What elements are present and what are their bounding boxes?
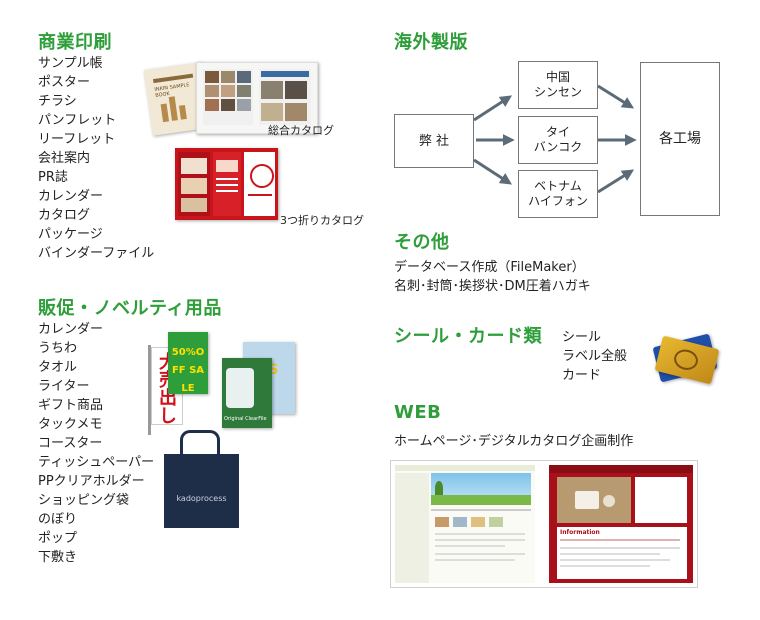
origin-label: 弊 社 bbox=[418, 133, 450, 149]
list-item: バインダーファイル bbox=[38, 246, 155, 261]
dest-label: ハイフォン bbox=[528, 194, 588, 208]
dest-box-vietnam: ベトナムハイフォン bbox=[518, 170, 598, 218]
card-image bbox=[652, 333, 720, 385]
commercial-heading: 商業印刷 bbox=[38, 32, 112, 53]
list-item: カレンダー bbox=[38, 322, 104, 337]
web-heading: WEB bbox=[394, 402, 442, 423]
list-item: パッケージ bbox=[38, 227, 103, 242]
overseas-heading: 海外製版 bbox=[394, 32, 468, 53]
list-item: チラシ bbox=[38, 94, 77, 109]
dest-label: ベトナム bbox=[534, 179, 582, 193]
promo-list: カレンダー うちわ タオル ライター ギフト商品 タックメモ コースター ティッ… bbox=[38, 320, 154, 567]
dest-label: タイ bbox=[545, 125, 570, 139]
sale-text: 50%OFF SALE bbox=[171, 347, 205, 394]
list-item: カタログ bbox=[38, 208, 91, 223]
dest-box-china: 中国シンセン bbox=[518, 61, 598, 109]
list-item: ティッシュペーパー bbox=[38, 455, 155, 470]
list-item: タックメモ bbox=[38, 417, 103, 432]
dest-label: 中国 bbox=[545, 70, 570, 84]
origin-box: 弊 社 bbox=[394, 114, 474, 168]
list-item: PPクリアホルダー bbox=[38, 474, 145, 489]
arrow-to-china bbox=[473, 95, 513, 122]
target-label: 各工場 bbox=[659, 130, 701, 147]
list-item: リーフレット bbox=[38, 132, 116, 147]
sale-pop-image: 50%OFF SALE bbox=[168, 332, 208, 394]
seal-list: シール ラベル全般 カード bbox=[562, 328, 627, 385]
general-catalog-caption: 総合カタログ bbox=[268, 124, 334, 137]
list-item: うちわ bbox=[38, 341, 78, 356]
list-item: カレンダー bbox=[38, 189, 104, 204]
list-item: コースター bbox=[38, 436, 103, 451]
list-item: 会社案内 bbox=[38, 151, 91, 166]
promo-heading: 販促・ノベルティ用品 bbox=[38, 298, 222, 319]
dest-label: バンコク bbox=[533, 140, 583, 154]
list-item: ラベル全般 bbox=[562, 349, 628, 364]
other-line-2: 名刺･封筒･挨拶状･DM圧着ハガキ bbox=[394, 279, 591, 294]
web-screenshots-image: Information bbox=[390, 460, 698, 588]
list-item: カード bbox=[562, 368, 602, 383]
site-info-heading: Information bbox=[560, 529, 600, 536]
list-item: ショッピング袋 bbox=[38, 493, 130, 508]
list-item: ポップ bbox=[38, 531, 78, 546]
list-item: サンプル帳 bbox=[38, 56, 103, 71]
list-item: のぼり bbox=[38, 512, 78, 527]
dest-label: シンセン bbox=[533, 85, 582, 99]
list-item: 下敷き bbox=[38, 550, 78, 565]
arrow-vietnam-factory bbox=[597, 169, 635, 194]
list-item: ギフト商品 bbox=[38, 398, 104, 413]
list-item: ライター bbox=[38, 379, 90, 394]
other-heading: その他 bbox=[394, 232, 450, 253]
list-item: タオル bbox=[38, 360, 78, 375]
seal-heading: シール・カード類 bbox=[394, 326, 542, 347]
arrow-to-vietnam bbox=[473, 158, 513, 185]
list-item: シール bbox=[562, 330, 602, 345]
web-desc: ホームページ･デジタルカタログ企画制作 bbox=[394, 434, 634, 449]
bag-text: kadoprocess bbox=[176, 494, 227, 503]
shopping-bag-image: kadoprocess bbox=[164, 430, 239, 528]
other-line-1: データベース作成（FileMaker） bbox=[394, 260, 585, 275]
trifold-catalog-caption: 3つ折りカタログ bbox=[280, 214, 364, 227]
dest-box-thailand: タイバンコク bbox=[518, 116, 598, 164]
arrow-china-factory bbox=[597, 84, 635, 109]
commercial-list: サンプル帳 ポスター チラシ パンフレット リーフレット 会社案内 PR誌 カレ… bbox=[38, 54, 154, 263]
folder-text: Original ClearFile bbox=[224, 416, 267, 422]
factories-box: 各工場 bbox=[640, 62, 720, 216]
trifold-catalog-image bbox=[175, 148, 278, 220]
list-item: パンフレット bbox=[38, 113, 117, 128]
general-catalog-image: INKIN SAMPLE BOOK bbox=[143, 58, 320, 136]
list-item: PR誌 bbox=[38, 170, 68, 185]
clear-file-image-2: Original ClearFile bbox=[222, 358, 272, 428]
list-item: ポスター bbox=[38, 75, 91, 90]
